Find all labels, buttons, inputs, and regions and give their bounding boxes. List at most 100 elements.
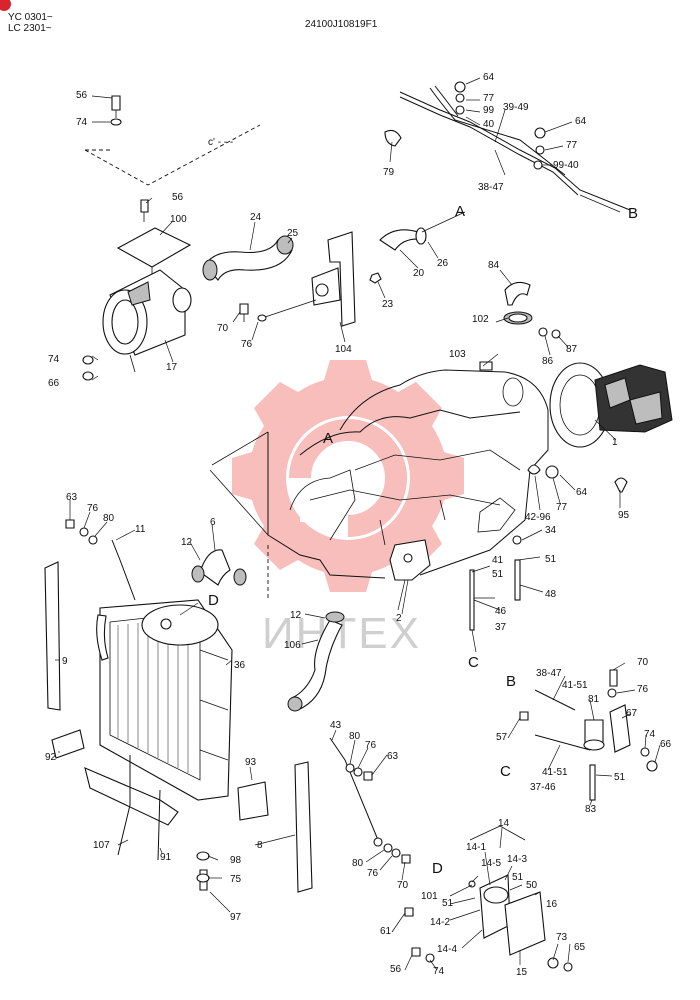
callout-56c: 56 xyxy=(390,964,402,975)
callout-70a: 70 xyxy=(217,323,229,334)
callout-98: 98 xyxy=(230,855,242,866)
callout-11: 11 xyxy=(135,524,146,535)
callout-107: 107 xyxy=(93,840,110,851)
callout-51c: 51 xyxy=(614,772,626,783)
callout-77c: 77 xyxy=(556,502,568,513)
callout-74d: 74 xyxy=(433,966,445,977)
callout-51d: 51 xyxy=(512,872,524,883)
serial-range-top: YC 0301~ xyxy=(8,12,53,23)
callout-104: 104 xyxy=(335,344,352,355)
callout-37: 37 xyxy=(495,622,507,633)
callout-100: 100 xyxy=(170,214,187,225)
callout-80a: 80 xyxy=(103,513,115,524)
callout-84: 84 xyxy=(488,260,500,271)
callout-74a: 74 xyxy=(76,117,88,128)
callout-12a: 12 xyxy=(181,537,193,548)
air-cleaner-group: c' - - - xyxy=(82,95,427,381)
callout-39-49: 39-49 xyxy=(503,102,529,113)
callout-81: 81 xyxy=(588,694,600,705)
callout-8: 8 xyxy=(257,840,263,851)
callout-43: 43 xyxy=(330,720,342,731)
marker-b-filter: B xyxy=(506,673,516,690)
callout-46: 46 xyxy=(495,606,507,617)
callout-23: 23 xyxy=(382,299,394,310)
corner-marker xyxy=(0,0,11,11)
callout-14: 14 xyxy=(498,818,510,829)
callout-38-47b: 38-47 xyxy=(536,668,562,679)
callout-64c: 64 xyxy=(576,487,588,498)
callout-41-51b: 41-51 xyxy=(542,767,568,778)
callout-61: 61 xyxy=(380,926,392,937)
callout-103: 103 xyxy=(449,349,466,360)
callout-17: 17 xyxy=(166,362,178,373)
callout-41-51a: 41-51 xyxy=(562,680,588,691)
callout-83: 83 xyxy=(585,804,597,815)
callout-1: 1 xyxy=(612,437,618,448)
marker-c-filter: C xyxy=(500,763,511,780)
callout-76b: 76 xyxy=(87,503,99,514)
callout-51e: 51 xyxy=(442,898,454,909)
callout-67: 67 xyxy=(626,708,638,719)
callout-56b: 56 xyxy=(172,192,184,203)
radiator-group xyxy=(44,519,411,893)
callout-50: 50 xyxy=(526,880,538,891)
marker-d-radiator: D xyxy=(208,592,219,609)
callout-51b: 51 xyxy=(492,569,504,580)
callout-57: 57 xyxy=(496,732,508,743)
callout-77b: 77 xyxy=(566,140,578,151)
callout-76e: 76 xyxy=(637,684,649,695)
callout-64b: 64 xyxy=(575,116,587,127)
callout-102: 102 xyxy=(472,314,489,325)
callout-86: 86 xyxy=(542,356,554,367)
water-separator-group xyxy=(404,825,573,972)
marker-a-top: A xyxy=(455,203,465,220)
callout-76c: 76 xyxy=(365,740,377,751)
callout-41: 41 xyxy=(492,555,504,566)
callout-101: 101 xyxy=(421,891,438,902)
callout-26: 26 xyxy=(437,258,449,269)
callout-24: 24 xyxy=(250,212,262,223)
callout-2: 2 xyxy=(396,613,402,624)
callout-80c: 80 xyxy=(352,858,364,869)
callout-77a: 77 xyxy=(483,93,495,104)
callout-63a: 63 xyxy=(66,492,78,503)
callout-38-47a: 38-47 xyxy=(478,182,504,193)
callout-66a: 66 xyxy=(48,378,60,389)
callout-80b: 80 xyxy=(349,731,361,742)
marker-a-engine: A xyxy=(323,430,333,447)
callout-14-4: 14-4 xyxy=(437,944,457,955)
callout-79: 79 xyxy=(383,167,395,178)
callout-14-5: 14-5 xyxy=(481,858,501,869)
callout-40: 40 xyxy=(483,119,495,130)
callout-93: 93 xyxy=(245,757,257,768)
callout-99: 99 xyxy=(483,105,495,116)
callout-9: 9 xyxy=(62,656,68,667)
callout-14-3: 14-3 xyxy=(507,854,527,865)
callout-91: 91 xyxy=(160,852,172,863)
engine-outline xyxy=(209,281,673,631)
callout-51a: 51 xyxy=(545,554,557,565)
callout-70b: 70 xyxy=(397,880,409,891)
callout-63b: 63 xyxy=(387,751,399,762)
callout-65: 65 xyxy=(574,942,586,953)
callout-66b: 66 xyxy=(660,739,672,750)
callout-106: 106 xyxy=(284,640,301,651)
marker-b-top: B xyxy=(628,205,638,222)
callout-12b: 12 xyxy=(290,610,302,621)
part-callouts: 56 74 56 100 24 25 74 66 17 70 76 104 23… xyxy=(45,72,672,978)
callout-97: 97 xyxy=(230,912,242,923)
callout-34: 34 xyxy=(545,525,557,536)
callout-6: 6 xyxy=(210,517,216,528)
watermark-logo xyxy=(232,360,464,592)
callout-48: 48 xyxy=(545,589,557,600)
callout-74b: 74 xyxy=(48,354,60,365)
callout-76a: 76 xyxy=(241,339,253,350)
callout-87: 87 xyxy=(566,344,578,355)
callout-16: 16 xyxy=(546,899,558,910)
callout-74c: 74 xyxy=(644,729,656,740)
callout-64a: 64 xyxy=(483,72,495,83)
callout-25: 25 xyxy=(287,228,299,239)
marker-c-engine: C xyxy=(468,654,479,671)
callout-95: 95 xyxy=(618,510,630,521)
